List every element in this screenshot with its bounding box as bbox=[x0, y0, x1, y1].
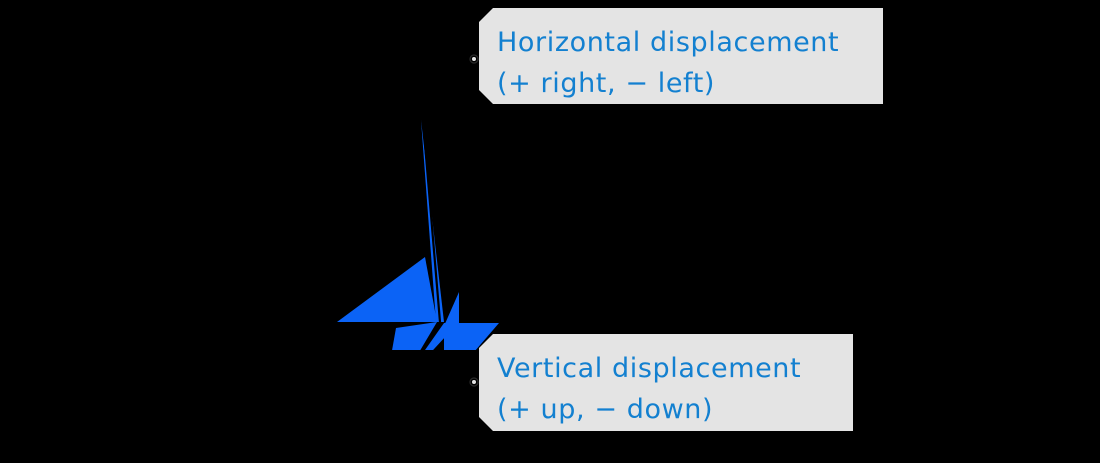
lower-right-triangle-shape bbox=[444, 292, 459, 326]
callout-vertical-displacement: Vertical displacement (+ up, − down) bbox=[479, 334, 853, 431]
center-separator-line bbox=[421, 119, 442, 350]
callout-horizontal-line1: Horizontal displacement bbox=[497, 27, 840, 58]
callout-horizontal-line2: (+ right, − left) bbox=[497, 68, 716, 99]
upper-left-triangle-notch bbox=[361, 280, 375, 288]
connector-circle-icon-horizontal bbox=[469, 54, 479, 64]
upper-left-triangle-shape bbox=[337, 257, 437, 322]
lower-left-blade-shape bbox=[392, 322, 437, 350]
displacement-vector-graphic bbox=[337, 119, 499, 350]
callout-vertical-line2: (+ up, − down) bbox=[497, 394, 714, 425]
connector-circle-icon-vertical bbox=[469, 377, 479, 387]
lower-right-triangle-body bbox=[444, 323, 499, 350]
callout-vertical-line1: Vertical displacement bbox=[497, 353, 802, 384]
callout-horizontal-displacement: Horizontal displacement (+ right, − left… bbox=[479, 8, 883, 104]
